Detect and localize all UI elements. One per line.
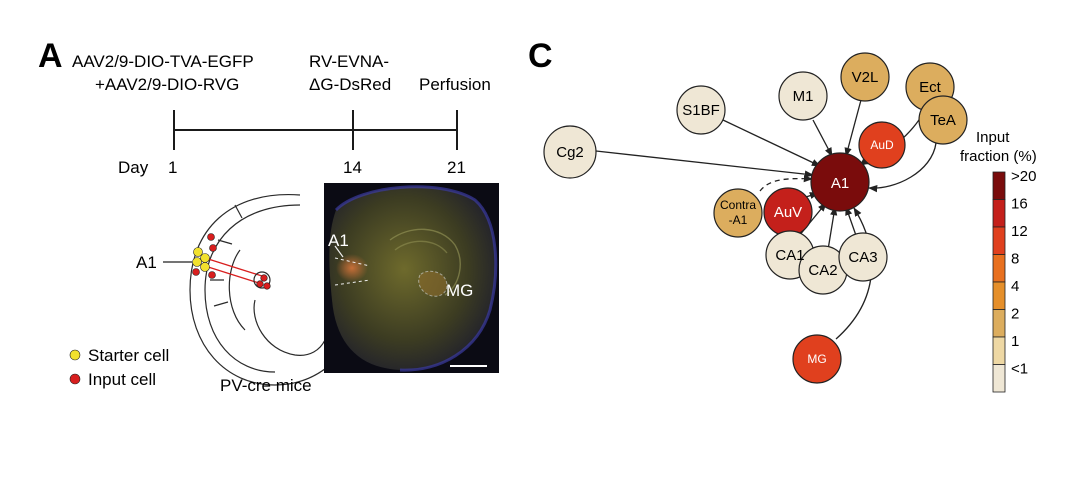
- input-cell: [260, 274, 268, 282]
- node-ca3: [838, 232, 888, 282]
- node-mg-label: MG: [807, 352, 826, 366]
- input-cell: [256, 280, 264, 288]
- node-m1-label: M1: [793, 88, 814, 105]
- legend-title-line1: Input: [976, 129, 1010, 146]
- starter-cell-cluster: [192, 233, 217, 279]
- injection2-line1: RV-EVNA-: [309, 52, 389, 71]
- node-ca3-label: CA3: [848, 249, 877, 266]
- legend-swatch: [992, 199, 1006, 228]
- projection-lines: [204, 257, 263, 285]
- node-tea: [918, 95, 968, 145]
- node-auv-label: AuV: [774, 204, 802, 221]
- panel-c-letter: C: [528, 37, 553, 75]
- timeline: [173, 110, 458, 150]
- micrograph: [324, 183, 499, 373]
- legend-swatch: [992, 254, 1006, 283]
- legend-label: <1: [1011, 361, 1028, 378]
- legend-label: 8: [1011, 251, 1019, 268]
- starter-legend-marker: [69, 349, 81, 361]
- legend-swatch: [992, 281, 1006, 310]
- node-mg: [792, 334, 842, 384]
- legend-swatch: [992, 226, 1006, 255]
- legend-swatch: [992, 309, 1006, 338]
- mouse-label: PV-cre mice: [220, 376, 312, 395]
- legend-label: >20: [1011, 168, 1036, 185]
- injection2-line2: ΔG-DsRed: [309, 75, 391, 94]
- a1-region-label: A1: [136, 253, 157, 272]
- node-cg2-label: Cg2: [556, 144, 584, 161]
- node-a1: [810, 152, 870, 212]
- input-legend-label: Input cell: [88, 370, 156, 389]
- node-aud-label: AuD: [870, 138, 894, 152]
- node-contra-a1: [713, 188, 763, 238]
- node-a1-label: A1: [831, 175, 849, 192]
- legend-labels: >20 16 12 8 4 2 1 <1: [1011, 168, 1036, 378]
- perfusion-label: Perfusion: [419, 75, 491, 94]
- legend-label: 4: [1011, 278, 1019, 295]
- day-label: Day: [118, 158, 149, 177]
- legend-swatch: [992, 364, 1006, 393]
- node-cg2: [543, 125, 597, 179]
- injection1-line1: AAV2/9-DIO-TVA-EGFP: [72, 52, 254, 71]
- day-21: 21: [447, 158, 466, 177]
- day-1: 1: [168, 158, 177, 177]
- mg-outline: [253, 271, 271, 289]
- node-v2l: [840, 52, 890, 102]
- panel-a-letter: A: [38, 37, 63, 75]
- starter-legend-label: Starter cell: [88, 346, 169, 365]
- node-contra-label-2: -A1: [729, 213, 748, 227]
- node-s1bf-label: S1BF: [682, 102, 720, 119]
- input-cell: [263, 282, 271, 290]
- node-contra-label-1: Contra: [720, 198, 756, 212]
- input-legend-marker: [69, 373, 81, 385]
- node-ect-label: Ect: [919, 79, 942, 96]
- node-aud: [858, 121, 906, 169]
- brain-schematic: [189, 194, 331, 386]
- injection1-line2: +AAV2/9-DIO-RVG: [95, 75, 239, 94]
- micrograph-mg-label: MG: [446, 281, 473, 300]
- legend-swatch: [992, 171, 1006, 200]
- node-v2l-label: V2L: [852, 69, 879, 86]
- legend-title-line2: fraction (%): [960, 148, 1037, 165]
- legend-label: 2: [1011, 306, 1019, 323]
- node-s1bf: [676, 85, 726, 135]
- legend-label: 16: [1011, 196, 1028, 213]
- legend-label: 12: [1011, 223, 1028, 240]
- legend-color-scale: [992, 171, 1006, 393]
- node-ca2-label: CA2: [808, 262, 837, 279]
- day-14: 14: [343, 158, 362, 177]
- node-ca1-label: CA1: [775, 247, 804, 264]
- legend-swatch: [992, 336, 1006, 365]
- micrograph-a1-label: A1: [328, 231, 349, 250]
- connection-nodes: [543, 52, 968, 384]
- node-m1: [778, 71, 828, 121]
- legend-label: 1: [1011, 333, 1019, 350]
- node-tea-label: TeA: [930, 112, 956, 129]
